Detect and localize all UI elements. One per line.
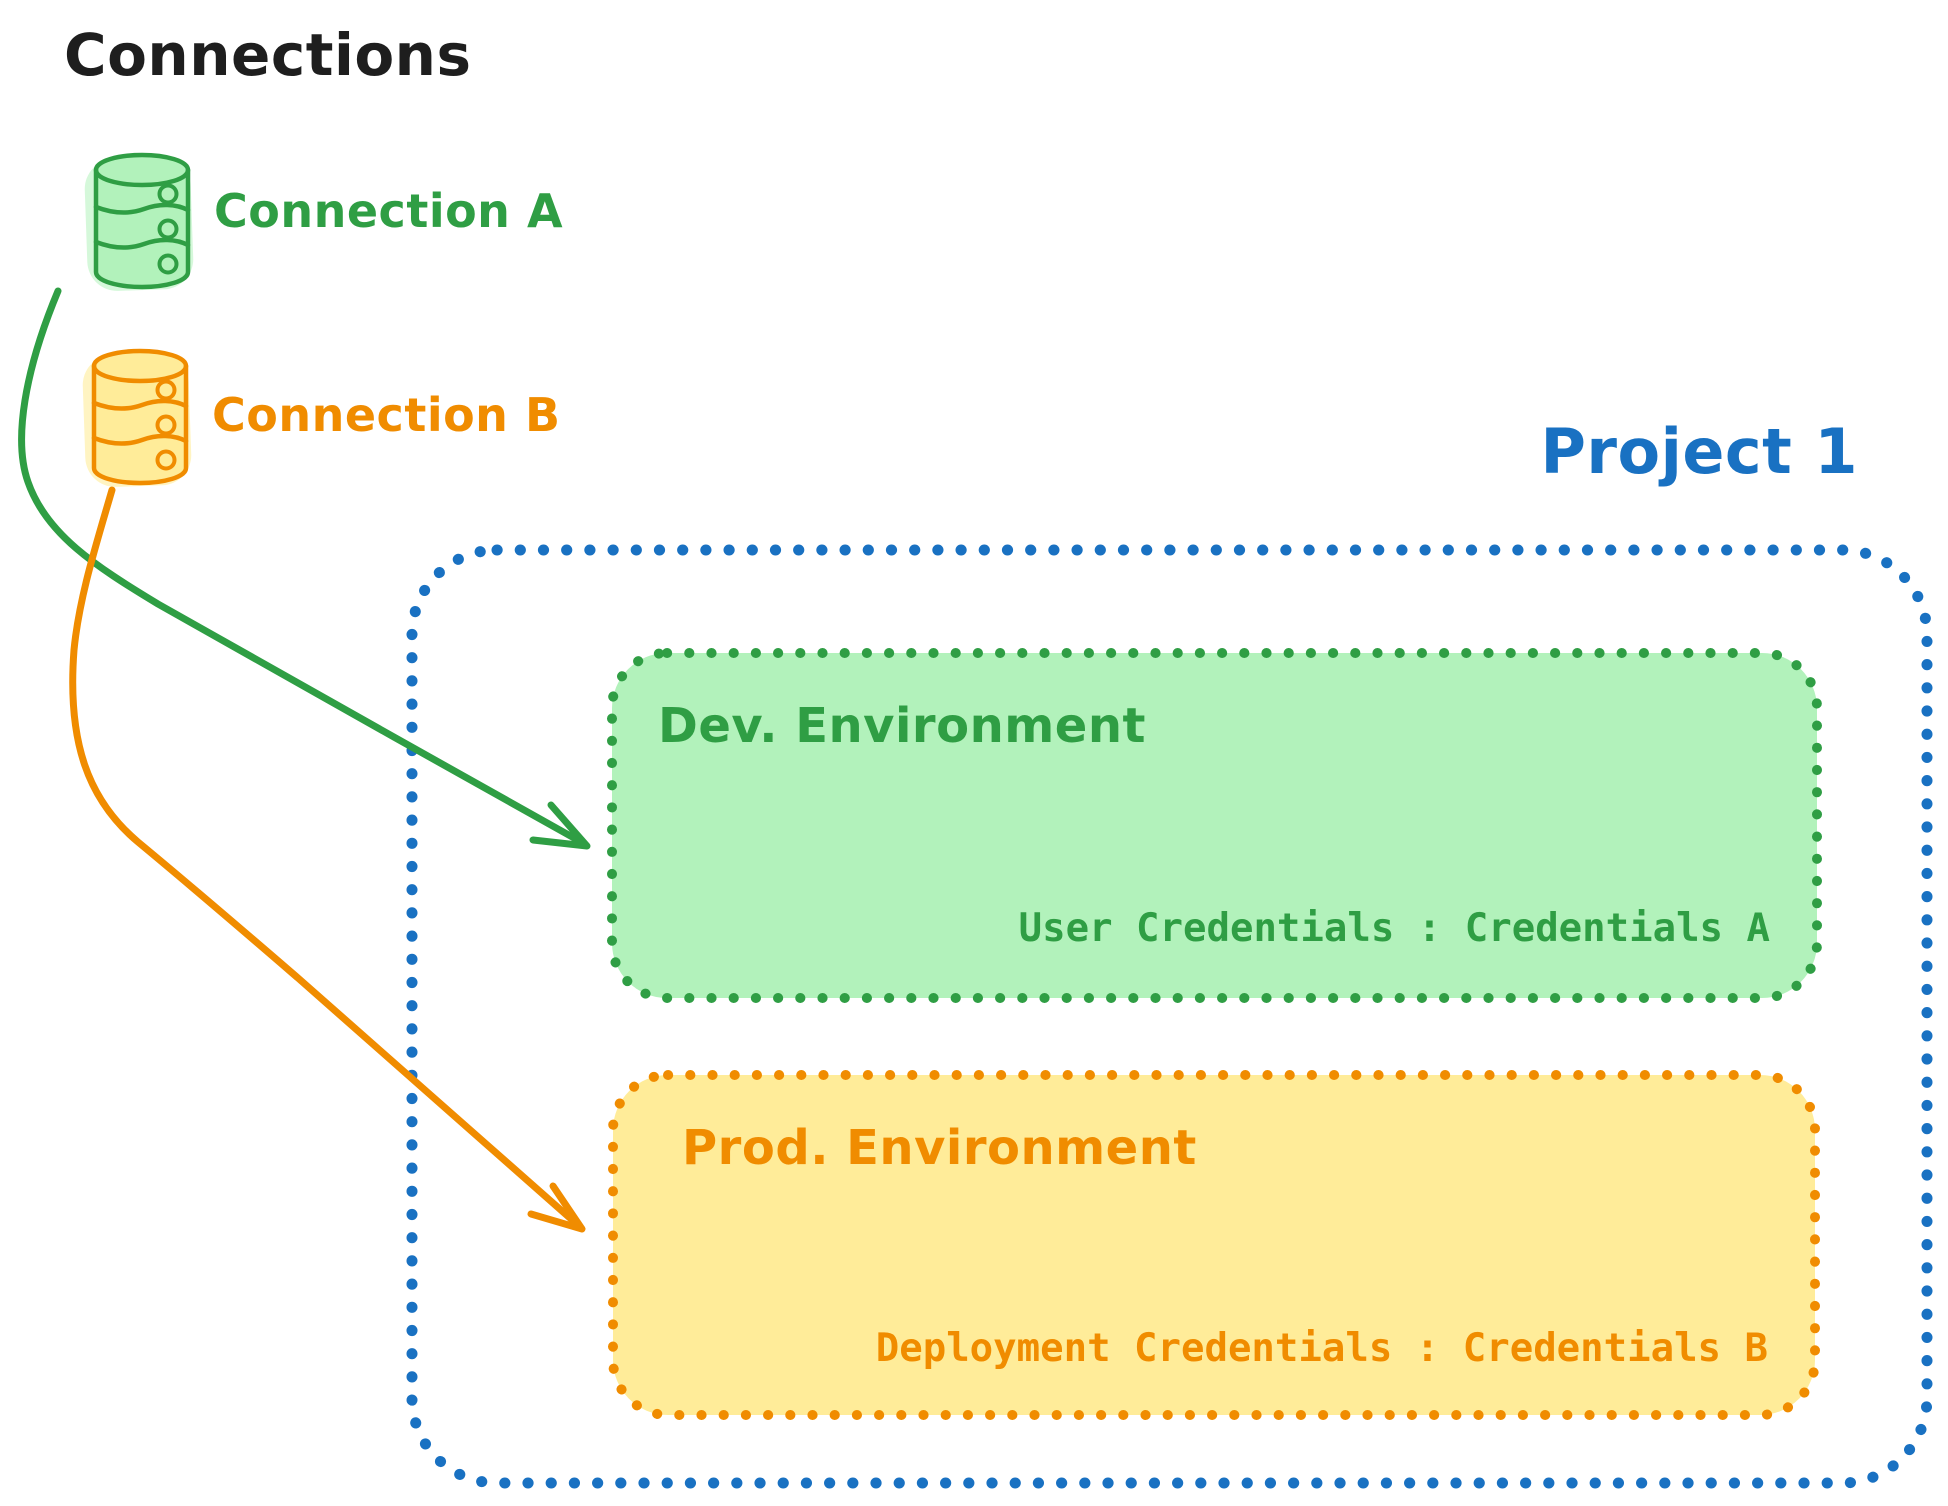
project-container-box — [406, 544, 1933, 1489]
arrowhead-icon — [527, 1182, 586, 1233]
connection-a-arrow — [18, 287, 591, 850]
database-icon — [84, 152, 194, 291]
connection-b-arrow — [69, 486, 586, 1233]
dev-environment-box — [607, 648, 1822, 1003]
dev-credentials-text: User Credentials : Credentials A — [1018, 906, 1770, 951]
connection-b-label: Connection B — [212, 388, 561, 442]
prod-credentials-text: Deployment Credentials : Credentials B — [875, 1326, 1768, 1371]
connections-title: Connections — [64, 21, 472, 89]
dev-environment-label: Dev. Environment — [658, 698, 1146, 754]
prod-environment-label: Prod. Environment — [682, 1120, 1197, 1176]
connection-a-label: Connection A — [214, 184, 564, 238]
prod-environment-box — [608, 1070, 1820, 1420]
database-icon — [82, 348, 192, 487]
arrowhead-icon — [529, 801, 591, 850]
project-title: Project 1 — [1540, 415, 1858, 488]
